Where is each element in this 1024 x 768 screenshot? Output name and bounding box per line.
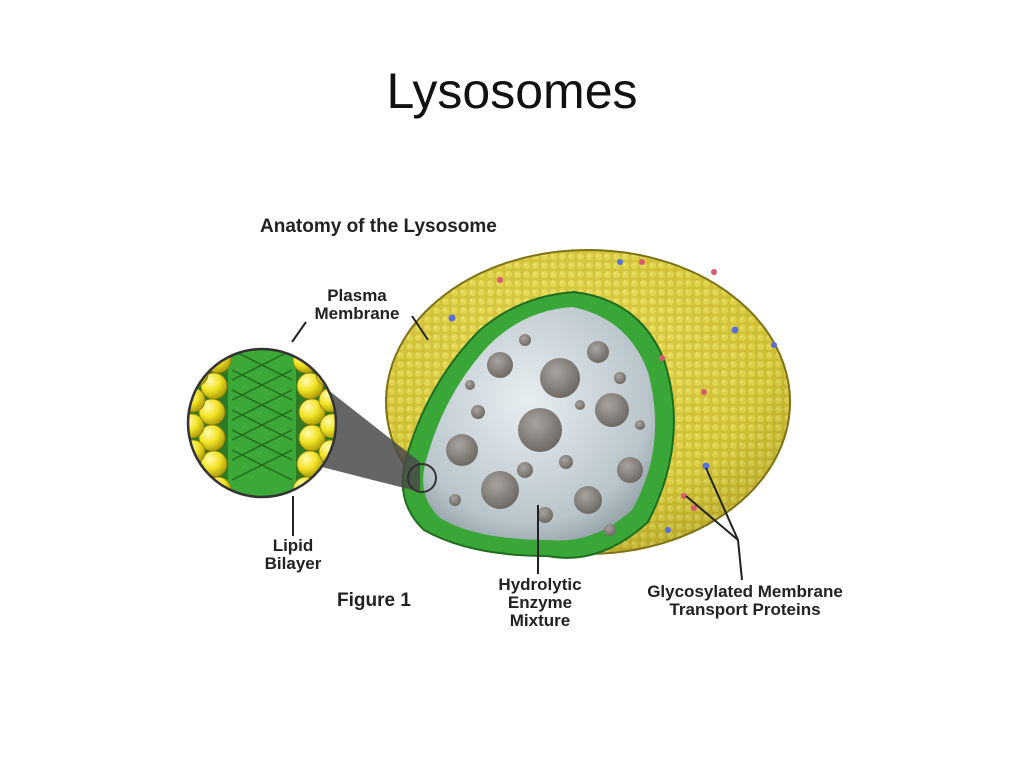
label-transport-proteins-line2: Transport Proteins <box>669 600 821 619</box>
label-transport-proteins: Glycosylated Membrane Transport Proteins <box>622 583 868 619</box>
label-enzyme-mixture-line1: Hydrolytic <box>498 575 582 594</box>
label-plasma-membrane-line2: Membrane <box>314 304 400 323</box>
figure-heading: Anatomy of the Lysosome <box>260 216 497 237</box>
label-enzyme-mixture-line2: Enzyme <box>507 593 573 612</box>
zoom-connector <box>318 382 420 492</box>
zoom-target-ring <box>407 463 437 493</box>
label-lipid-bilayer: Lipid Bilayer <box>252 537 334 573</box>
label-transport-proteins-line1: Glycosylated Membrane <box>647 582 843 601</box>
slide-title: Lysosomes <box>386 63 638 119</box>
label-lipid-bilayer-line2: Bilayer <box>264 554 322 573</box>
enzyme-particles <box>446 334 645 536</box>
label-enzyme-mixture-line3: Mixture <box>509 611 571 630</box>
figure-caption: Figure 1 <box>337 590 411 611</box>
label-plasma-membrane: Plasma Membrane <box>302 287 412 323</box>
label-lipid-bilayer-line1: Lipid <box>272 536 314 555</box>
leader-lines <box>291 315 743 581</box>
label-plasma-membrane-line1: Plasma <box>327 286 387 305</box>
lipid-bilayer-inset <box>186 347 338 499</box>
transport-proteins <box>448 259 777 533</box>
label-enzyme-mixture: Hydrolytic Enzyme Mixture <box>480 576 600 630</box>
